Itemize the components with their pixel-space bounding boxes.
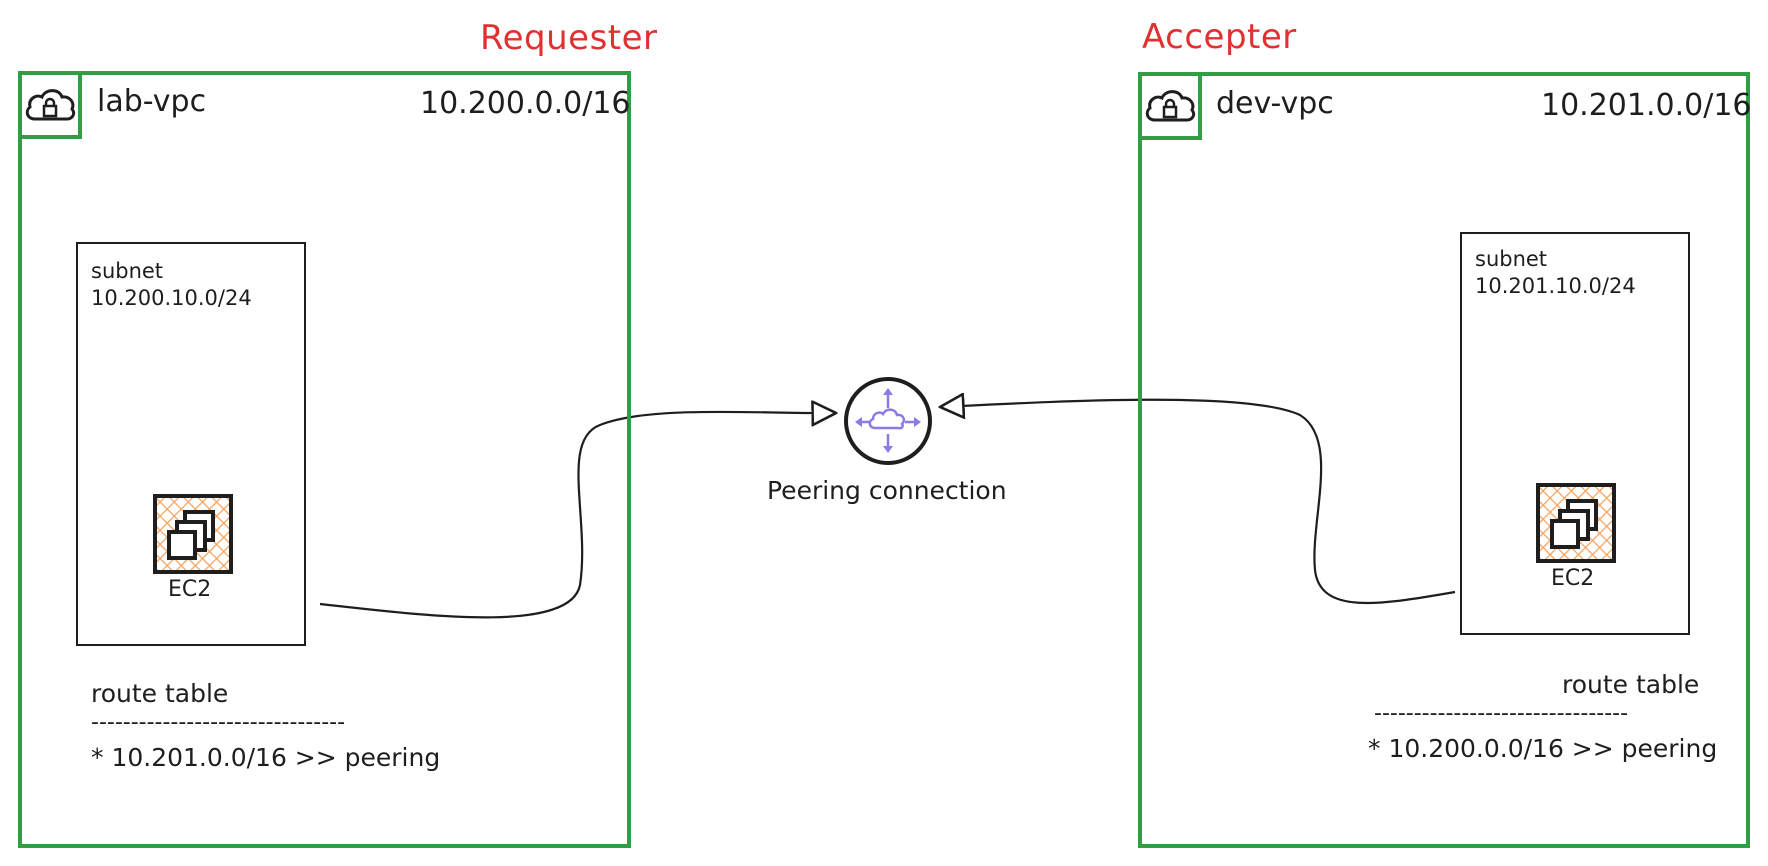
requester-vpc-cidr: 10.200.0.0/16 (420, 86, 631, 121)
requester-route-entry: * 10.201.0.0/16 >> peering (91, 743, 441, 772)
accepter-role-label: Accepter (1142, 17, 1297, 57)
vpc-cloud-lock-icon (1138, 72, 1202, 140)
accepter-route-table-title: route table (1562, 670, 1700, 699)
requester-route-table-rule: -------------------------------- (91, 710, 346, 735)
accepter-route-table-rule: -------------------------------- (1374, 701, 1629, 726)
requester-role-label: Requester (480, 18, 658, 58)
accepter-vpc-name: dev-vpc (1216, 86, 1334, 121)
requester-vpc-box (18, 71, 631, 848)
requester-subnet-box (76, 242, 306, 646)
accepter-vpc-box (1138, 72, 1750, 848)
requester-subnet-cidr: 10.200.10.0/24 (91, 286, 252, 310)
accepter-route-entry: * 10.200.0.0/16 >> peering (1368, 734, 1718, 763)
peering-connection-label: Peering connection (767, 476, 1007, 505)
vpc-cloud-lock-icon (18, 71, 82, 139)
ec2-instances-icon (1536, 483, 1616, 567)
requester-ec2-label: EC2 (168, 577, 212, 602)
accepter-vpc-cidr: 10.201.0.0/16 (1541, 88, 1752, 123)
accepter-ec2-label: EC2 (1551, 566, 1595, 591)
accepter-subnet-box (1460, 232, 1690, 635)
requester-subnet-label: subnet (91, 259, 164, 283)
peering-cloud-icon (843, 376, 933, 470)
accepter-connector (940, 400, 1456, 605)
accepter-subnet-cidr: 10.201.10.0/24 (1475, 274, 1636, 298)
requester-vpc-name: lab-vpc (97, 84, 207, 119)
requester-connector (319, 412, 836, 619)
requester-route-table-title: route table (91, 679, 229, 708)
accepter-subnet-label: subnet (1475, 247, 1548, 271)
ec2-instances-icon (153, 494, 233, 578)
